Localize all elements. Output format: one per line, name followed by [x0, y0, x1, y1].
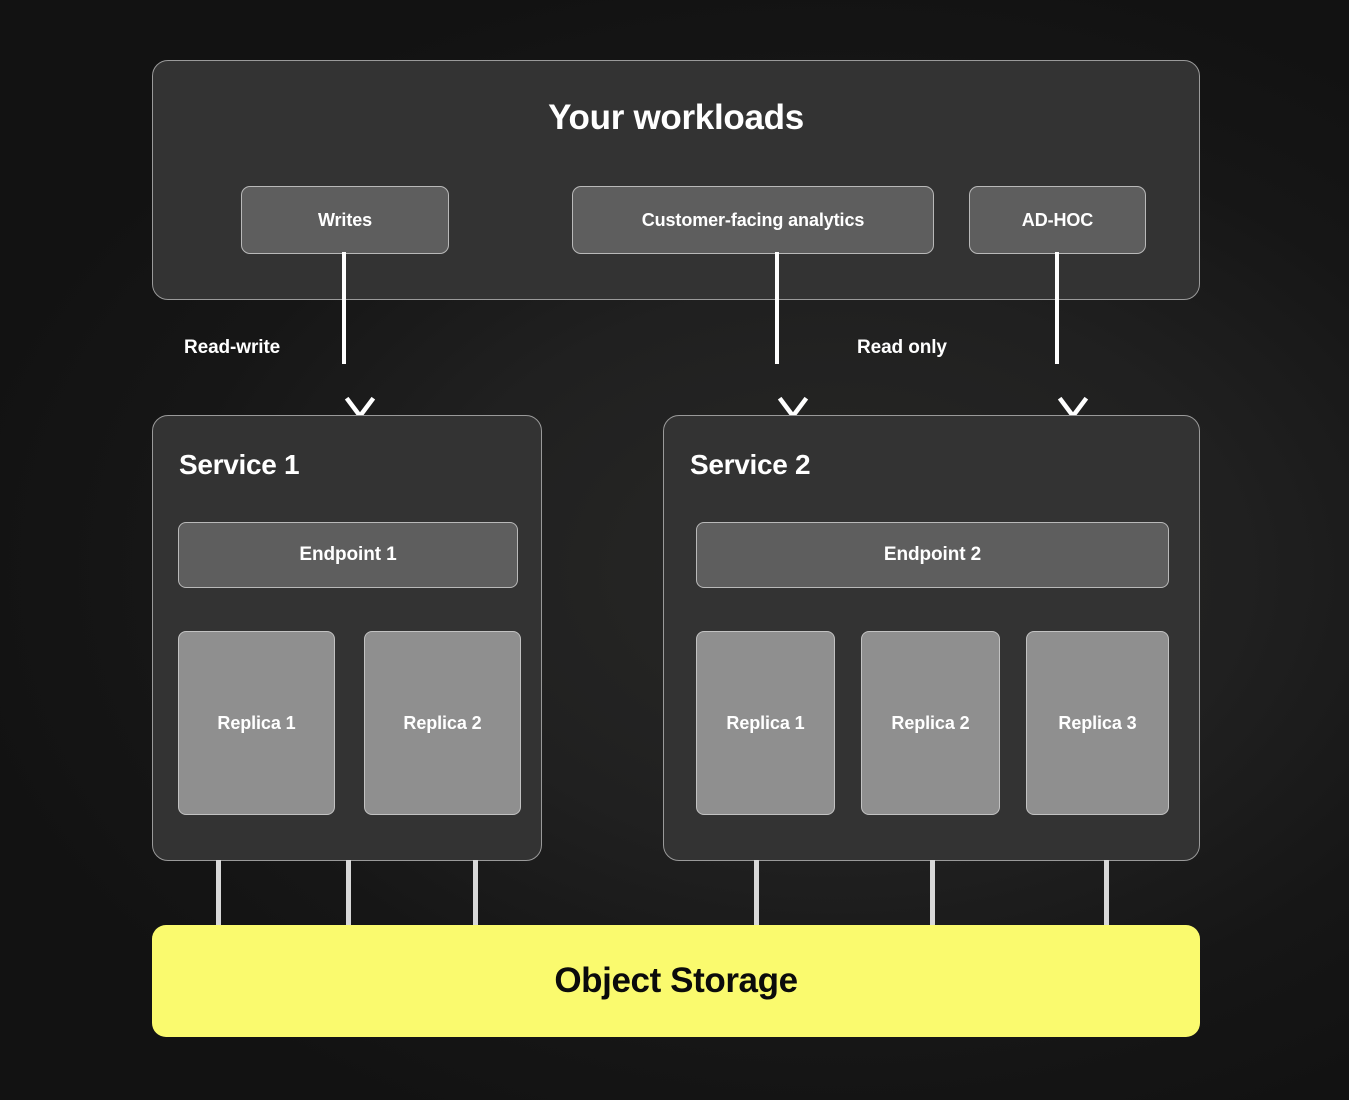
- connector-service2-b: [930, 860, 935, 928]
- service-2-replica-3[interactable]: Replica 3: [1026, 631, 1169, 815]
- workloads-panel: Your workloads Writes Customer-facing an…: [152, 60, 1200, 300]
- workload-ad-hoc[interactable]: AD-HOC: [969, 186, 1146, 254]
- flow-label-read-only: Read only: [857, 337, 947, 358]
- service-1-endpoint[interactable]: Endpoint 1: [178, 522, 518, 588]
- connector-service1-c: [473, 860, 478, 928]
- service-2-replica-2[interactable]: Replica 2: [861, 631, 1000, 815]
- workloads-title: Your workloads: [548, 98, 804, 137]
- workload-writes[interactable]: Writes: [241, 186, 449, 254]
- object-storage-panel[interactable]: Object Storage: [152, 925, 1200, 1037]
- connector-service1-a: [216, 860, 221, 928]
- arrow-adhoc-to-service2: [1041, 252, 1089, 420]
- service-2-title: Service 2: [690, 449, 811, 480]
- service-1-panel: Service 1 Endpoint 1 Replica 1 Replica 2: [152, 415, 542, 861]
- service-1-title: Service 1: [179, 449, 300, 480]
- arrow-shaft: [342, 252, 346, 364]
- service-1-replica-1[interactable]: Replica 1: [178, 631, 335, 815]
- service-1-replica-2[interactable]: Replica 2: [364, 631, 521, 815]
- connector-service1-b: [346, 860, 351, 928]
- connector-service2-a: [754, 860, 759, 928]
- object-storage-label: Object Storage: [554, 961, 798, 1000]
- service-2-panel: Service 2 Endpoint 2 Replica 1 Replica 2…: [663, 415, 1200, 861]
- arrow-shaft: [775, 252, 779, 364]
- flow-label-read-write: Read-write: [184, 337, 281, 358]
- service-2-replica-1[interactable]: Replica 1: [696, 631, 835, 815]
- connector-service2-c: [1104, 860, 1109, 928]
- workload-customer-facing-analytics[interactable]: Customer-facing analytics: [572, 186, 934, 254]
- arrow-shaft: [1055, 252, 1059, 364]
- service-2-endpoint[interactable]: Endpoint 2: [696, 522, 1169, 588]
- arrow-analytics-to-service2: [761, 252, 809, 420]
- arrow-writes-to-service1: [328, 252, 376, 420]
